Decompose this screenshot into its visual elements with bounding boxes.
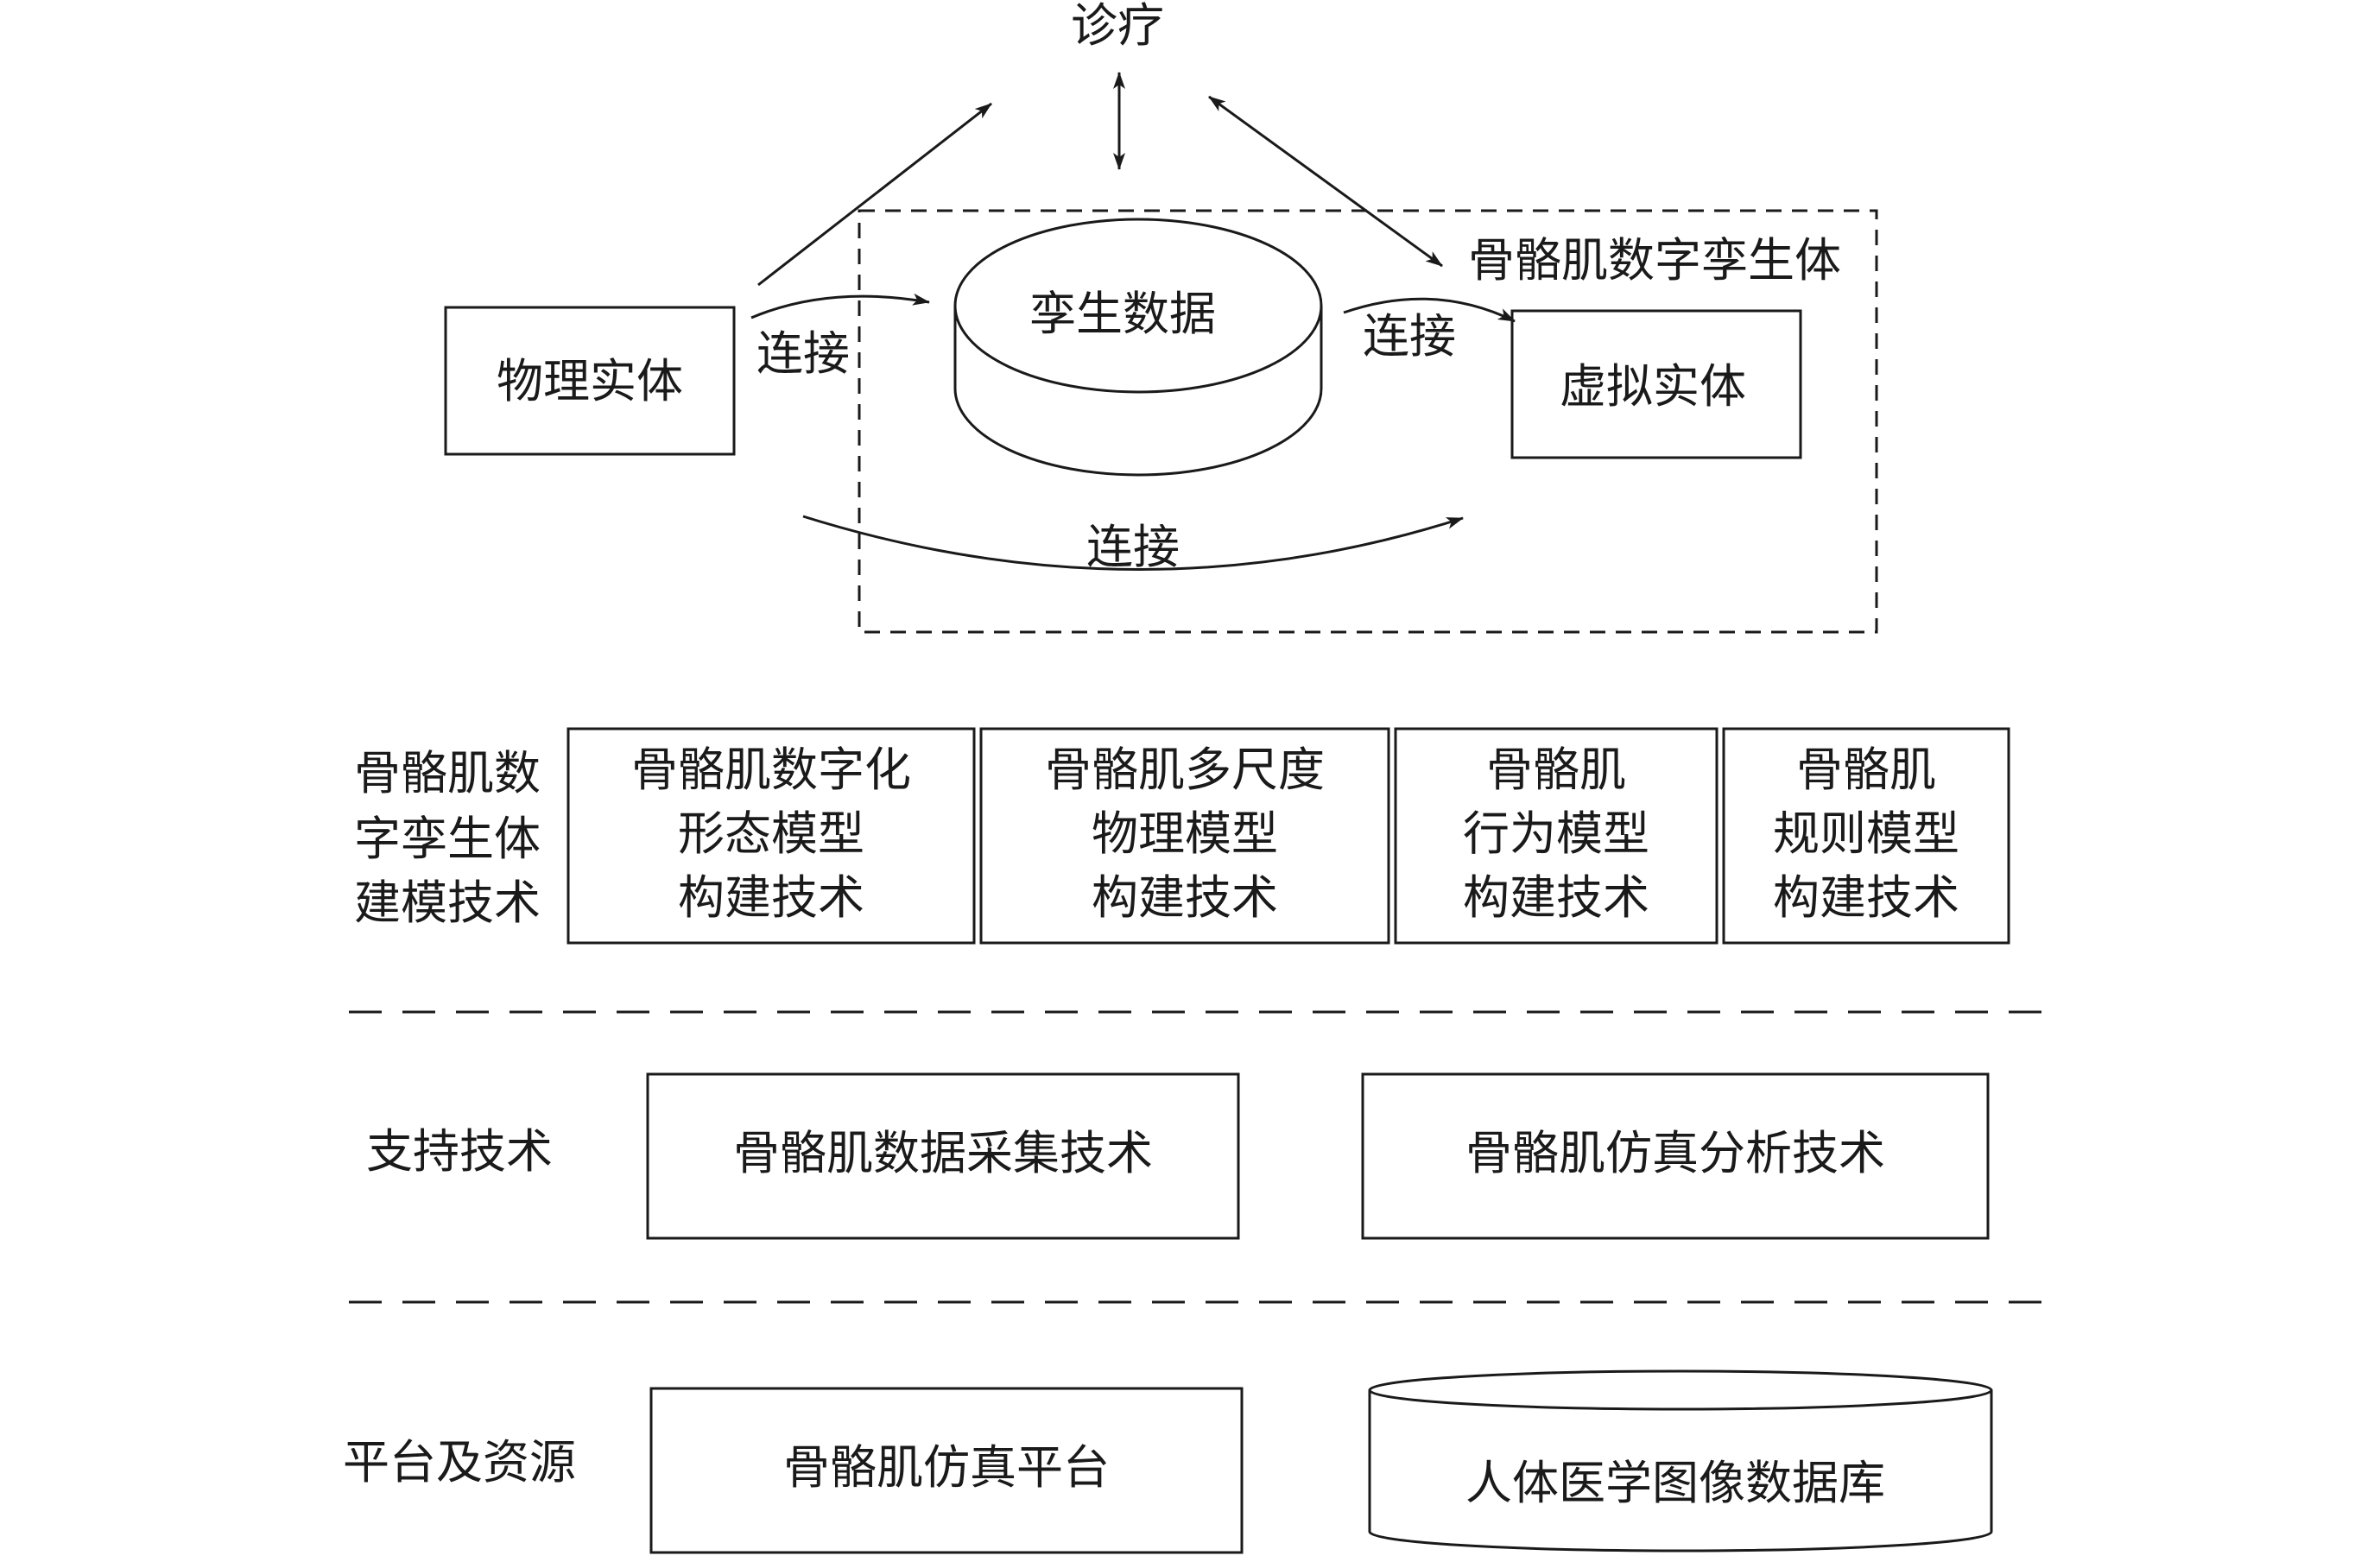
- twin-data-cylinder: [953, 218, 1323, 477]
- rule-model-line: 骨骼肌: [1796, 743, 1936, 797]
- connect-label-right: 连接: [1363, 309, 1456, 364]
- digital-twin-label: 骨骼肌数字孪生体: [1468, 233, 1841, 288]
- morphology-model-line: 形态模型: [678, 806, 864, 861]
- rule-model-line: 构建技术: [1773, 870, 1959, 925]
- diagnosis-label: 诊疗: [1071, 0, 1164, 53]
- virtual-entity-label: 虚拟实体: [1560, 359, 1746, 414]
- diagnosis-twin-boundary-arrow: [1208, 95, 1443, 268]
- data-acquisition-label: 骨骼肌数据采集技术: [733, 1126, 1153, 1180]
- virtual-entity-box: [1510, 309, 1802, 459]
- physical-to-virtual-arrow: [802, 515, 1464, 571]
- simulation-platform-box: [649, 1387, 1244, 1554]
- digital-twin-boundary: [858, 209, 1878, 634]
- physics-model-line: 物理模型: [1092, 806, 1278, 861]
- connect-label-left: 连接: [756, 326, 850, 381]
- physical-to-diagnosis-arrow: [757, 102, 992, 287]
- simulation-analysis-box: [1361, 1072, 1990, 1240]
- connect-label-bottom: 连接: [1086, 520, 1180, 574]
- physics-model-box: [979, 727, 1390, 945]
- support-row-label: 支持技术: [366, 1124, 553, 1179]
- twin-data-label: 孪生数据: [1029, 287, 1216, 341]
- modeling-label-line: 字孪生体: [354, 812, 541, 866]
- modeling-label-line: 骨骼肌数: [354, 746, 541, 800]
- twin-data-to-virtual-arrow: [1343, 297, 1516, 323]
- behavior-model-line: 构建技术: [1463, 870, 1649, 925]
- behavior-model-box: [1394, 727, 1719, 945]
- simulation-analysis-label: 骨骼肌仿真分析技术: [1465, 1126, 1885, 1180]
- data-acquisition-box: [646, 1072, 1240, 1240]
- medical-image-database-label: 人体医学图像数据库: [1465, 1456, 1885, 1510]
- modeling-label-line: 建模技术: [354, 876, 541, 930]
- physical-entity-label: 物理实体: [497, 354, 683, 408]
- morphology-model-line: 骨骼肌数字化: [631, 743, 911, 797]
- morphology-model-line: 构建技术: [678, 870, 864, 925]
- platform-row-label: 平台及资源: [343, 1435, 576, 1489]
- morphology-model-box: [567, 727, 976, 945]
- simulation-platform-label: 骨骼肌仿真平台: [783, 1440, 1110, 1495]
- rule-model-box: [1722, 727, 2010, 945]
- medical-image-database-cylinder: [1368, 1369, 1993, 1553]
- behavior-model-line: 骨骼肌: [1486, 743, 1626, 797]
- physics-model-line: 构建技术: [1092, 870, 1278, 925]
- physical-to-twin-data-arrow: [750, 293, 930, 319]
- physical-entity-box: [444, 306, 736, 456]
- behavior-model-line: 行为模型: [1463, 806, 1649, 861]
- rule-model-line: 规则模型: [1773, 806, 1959, 861]
- modeling-row-label: 骨骼肌数 字孪生体 建模技术: [354, 746, 541, 930]
- physics-model-line: 骨骼肌多尺度: [1045, 743, 1325, 797]
